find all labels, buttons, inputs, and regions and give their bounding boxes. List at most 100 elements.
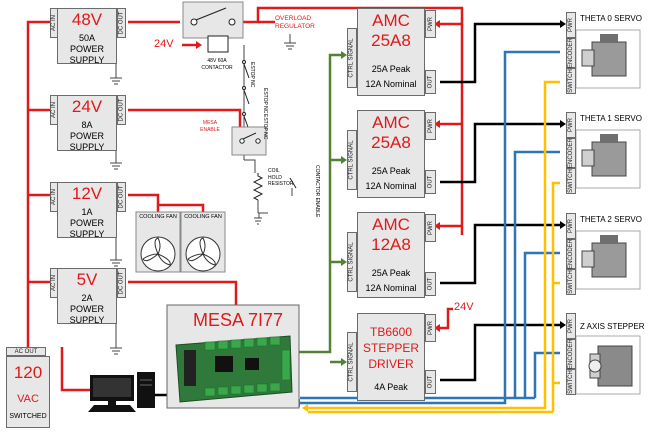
mesa-title: MESA 7I77 — [193, 310, 284, 330]
driver-nominal: 12A Nominal — [365, 79, 417, 89]
driver-type: DRIVER — [368, 357, 414, 371]
motor-3-title: Z AXIS STEPPER — [580, 322, 645, 331]
driver-model: 12A8 — [371, 235, 411, 254]
estop-label-3: ESTOP NC — [262, 114, 268, 140]
main-48v-bus-wire — [243, 6, 464, 235]
ps24-dc-out: DC OUT — [117, 95, 126, 125]
ac-out-tab: AC OUT — [6, 347, 46, 356]
ground-resistor — [254, 217, 262, 225]
motor-wire-theta1 — [440, 122, 560, 184]
driver-0-pwr-tab: PWR — [425, 10, 436, 38]
encoder-z — [533, 351, 560, 398]
motor-3-encoder-tab: ENCODER — [566, 339, 576, 369]
power-wires — [26, 6, 464, 392]
power-supply-12v: 12V 1A POWER SUPPLY — [57, 182, 117, 239]
signal-wires — [299, 53, 341, 364]
ps-line2: POWER — [69, 131, 104, 141]
ps5-dc-out: DC OUT — [117, 268, 126, 298]
driver-1-out-tab: OUT — [425, 170, 436, 194]
fan-1-label: COOLING FAN — [139, 214, 177, 220]
ps-line3: SUPPLY — [69, 55, 105, 65]
ground-12v — [110, 238, 122, 267]
driver-2-pwr-tab: PWR — [425, 214, 436, 242]
stepper-motor-picture — [575, 335, 641, 395]
motor-2-title: THETA 2 SERVO — [580, 215, 642, 224]
driver-peak: 25A Peak — [371, 166, 411, 176]
overload-regulator-label: OVERLOAD REGULATOR — [275, 15, 315, 31]
motor-wire-z — [440, 323, 560, 382]
motor-3-pwr-tab: PWR — [566, 313, 576, 339]
ps-line2: POWER — [69, 304, 104, 314]
ps-line3: SUPPLY — [69, 229, 105, 239]
stepper-24v-wire — [440, 307, 453, 330]
contactor-label: 48V 60A CONTACTOR — [201, 58, 233, 71]
ac-unit: VAC — [17, 393, 39, 405]
driver-name: AMC — [372, 215, 410, 234]
cooling-fan-1 — [135, 211, 181, 273]
driver-amc-25a8-2: AMC 25A8 25A Peak 12A Nominal — [357, 110, 425, 198]
servo-motor-2-picture — [575, 230, 641, 290]
ps-current: 1A — [81, 207, 93, 217]
ps-current: 8A — [81, 120, 93, 130]
contactor-terminal-a — [190, 18, 198, 26]
driver-0-out-tab: OUT — [425, 70, 436, 94]
ac-source: 120 VAC SWITCHED — [6, 356, 50, 428]
driver-peak: 4A Peak — [374, 382, 408, 392]
driver-2-out-tab: OUT — [425, 272, 436, 296]
driver-3-pwr-tab: PWR — [425, 314, 436, 342]
switch-wires — [308, 80, 560, 414]
encoder-theta2 — [523, 251, 560, 398]
contactor-coil — [207, 35, 229, 53]
coil-resistor-lead — [257, 200, 268, 218]
ps5-ac-in: AC IN — [50, 268, 58, 298]
cooling-fan-2 — [180, 211, 226, 273]
ps-voltage: 5V — [76, 270, 98, 289]
motor-2-pwr-tab: PWR — [566, 213, 576, 239]
ground-48v — [110, 62, 122, 85]
motor-0-pwr-tab: PWR — [566, 12, 576, 38]
ground-overload — [284, 34, 296, 50]
motor-wire-theta0 — [440, 22, 560, 84]
motor-wire-theta2 — [440, 223, 560, 285]
estop-label-1: ESTOP NC — [249, 62, 255, 88]
mesa-ctrl-bus — [299, 53, 341, 354]
driver-1-pwr-tab: PWR — [425, 112, 436, 140]
encoder-theta0 — [300, 50, 560, 405]
motor-2-encoder-tab: ENCODER — [566, 239, 576, 269]
driver-peak: 25A Peak — [371, 64, 411, 74]
ps12-dc-out: DC OUT — [117, 182, 126, 212]
computer-icon — [88, 372, 155, 412]
driver-amc-25a8-1: AMC 25A8 25A Peak 12A Nominal — [357, 8, 425, 96]
motor-0-title: THETA 0 SERVO — [580, 14, 642, 23]
fan1-wire — [128, 193, 160, 212]
dc24-wire — [128, 108, 242, 127]
servo-motor-1-picture — [575, 129, 641, 189]
signal-arrowheads — [341, 51, 347, 366]
ps-voltage: 24V — [71, 97, 103, 116]
ground-24v — [110, 150, 122, 170]
ps-line3: SUPPLY — [69, 142, 105, 152]
ac-note: SWITCHED — [9, 413, 47, 420]
coil-hold-resistor — [252, 173, 264, 201]
driver-3-ctrl-tab: CTRL SIGNAL — [347, 332, 357, 392]
contactor-enable-label: CONTACTOR ENABLE — [314, 165, 320, 218]
dc5-to-mesa-wire — [128, 280, 238, 305]
motor-1-title: THETA 1 SERVO — [580, 114, 642, 123]
driver-nominal: 12A Nominal — [365, 283, 417, 293]
driver-tb6600: TB6600 STEPPER DRIVER 4A Peak — [357, 313, 425, 401]
contactor-terminal-b — [228, 18, 236, 26]
contactor-24v-label: 24V — [154, 38, 174, 50]
ps-voltage: 12V — [71, 184, 103, 203]
switch-arrowhead — [302, 404, 308, 412]
driver-3-out-tab: OUT — [425, 370, 436, 394]
switch-theta1 — [551, 181, 560, 412]
power-supply-5v: 5V 2A POWER SUPPLY — [57, 268, 117, 325]
servo-motor-0-picture — [575, 29, 641, 89]
motor-wires — [155, 22, 560, 397]
estop-label-2: ESTOP NC — [262, 88, 268, 114]
driver-name: AMC — [372, 113, 410, 132]
motor-1-switch-tab: SWITCH — [566, 168, 576, 194]
motor-2-switch-tab: SWITCH — [566, 269, 576, 295]
ac-pc-wire — [60, 347, 90, 392]
ac-voltage: 120 — [13, 363, 43, 382]
